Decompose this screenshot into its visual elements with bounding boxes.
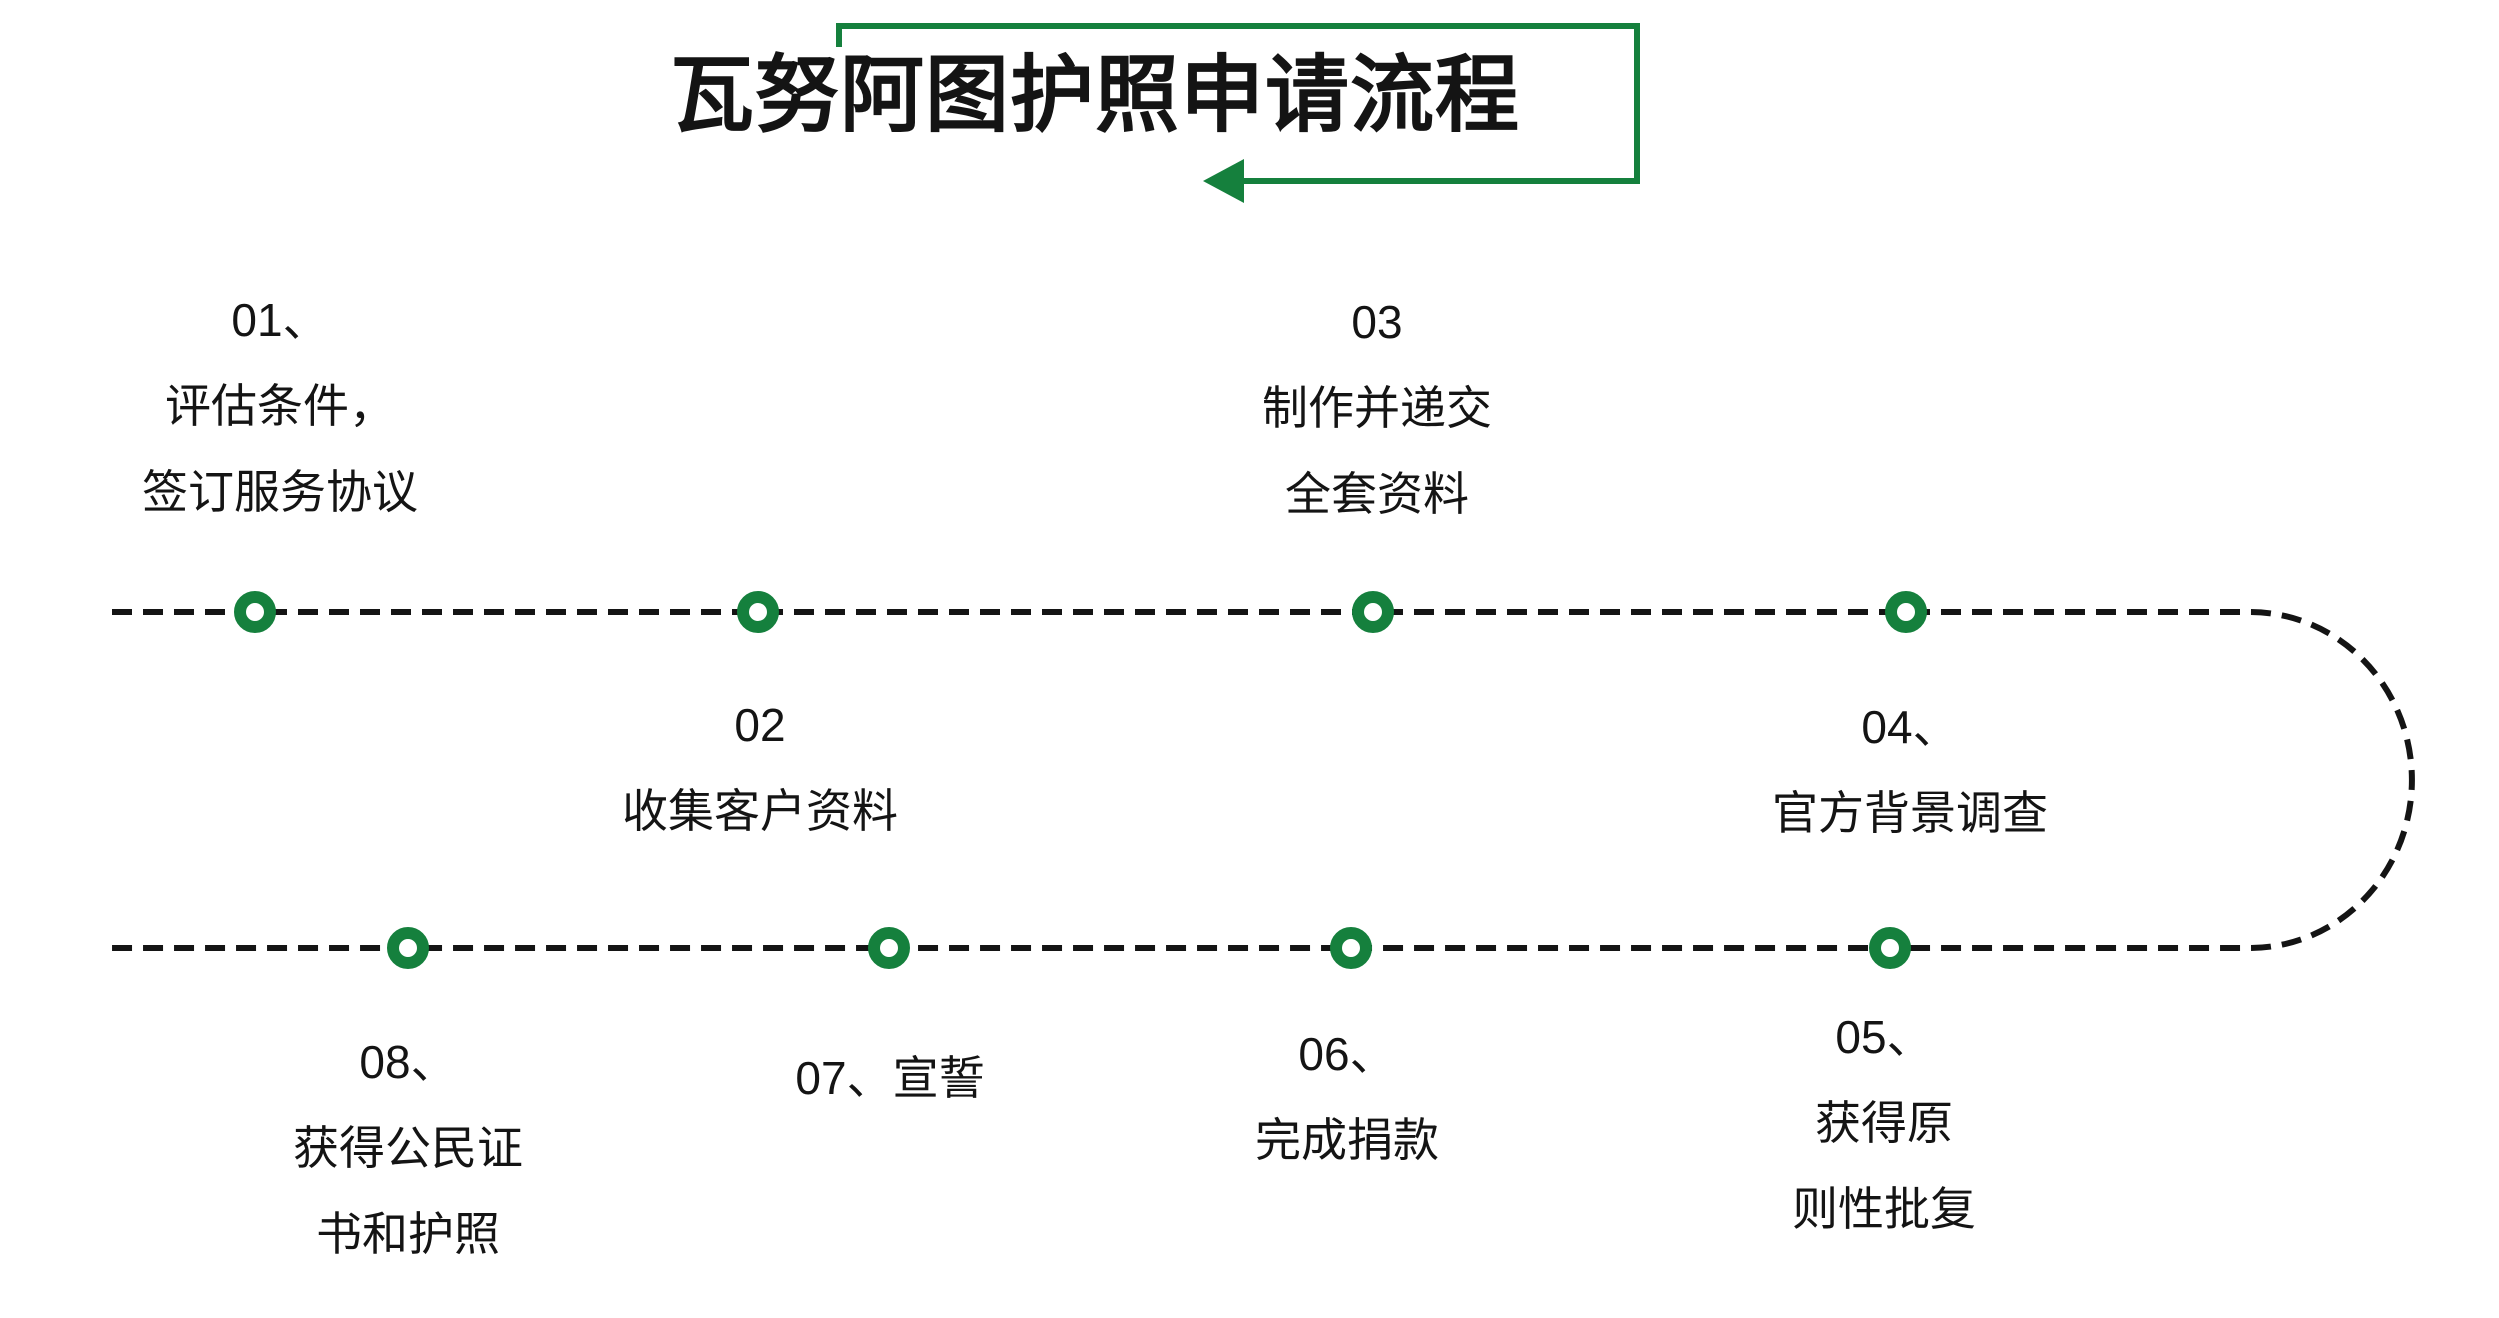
step-06-number: 06、 [1298, 1028, 1396, 1080]
step-02-number: 02 [734, 699, 786, 751]
step-03-text: 制作并递交 [1262, 382, 1492, 434]
step-06-text: 完成捐款 [1255, 1114, 1439, 1166]
step-08-number: 08、 [359, 1036, 457, 1088]
step-01-label: 01、 评估条件， 签订服务协议 [142, 277, 418, 535]
step-07-label: 07、宣誓 [795, 1035, 984, 1121]
step-02-label: 02 收集客户资料 [622, 682, 898, 854]
step-05-number: 05、 [1835, 1011, 1933, 1063]
step-05-text: 获得原 [1815, 1097, 1953, 1149]
step-node-08 [387, 927, 429, 969]
step-03-label: 03 制作并递交 全套资料 [1262, 279, 1492, 537]
step-06-label: 06、 完成捐款 [1255, 1011, 1439, 1183]
step-04-text: 官方背景调查 [1772, 787, 2048, 839]
dashed-timeline-path [112, 609, 2415, 951]
step-node-01 [234, 591, 276, 633]
step-01-text: 评估条件， [165, 380, 395, 432]
step-02-text: 收集客户资料 [622, 785, 898, 837]
step-08-text: 获得公民证 [293, 1122, 523, 1174]
step-node-06 [1330, 927, 1372, 969]
step-node-05 [1869, 927, 1911, 969]
step-05-text: 则性批复 [1792, 1183, 1976, 1235]
step-node-04 [1885, 591, 1927, 633]
step-node-02 [737, 591, 779, 633]
page-title: 瓦努阿图护照申请流程 [669, 48, 1521, 142]
step-01-number: 01、 [231, 294, 329, 346]
step-07-text: 07、宣誓 [795, 1052, 985, 1104]
title-bracket-line [836, 23, 1640, 184]
step-05-label: 05、 获得原 则性批复 [1792, 994, 1976, 1252]
step-node-03 [1352, 591, 1394, 633]
step-04-number: 04、 [1861, 701, 1959, 753]
step-08-label: 08、 获得公民证 书和护照 [293, 1019, 523, 1277]
step-03-number: 03 [1351, 296, 1403, 348]
step-04-label: 04、 官方背景调查 [1772, 684, 2048, 856]
step-08-text: 书和护照 [316, 1208, 500, 1260]
step-03-text: 全套资料 [1285, 468, 1469, 520]
left-arrowhead-icon [1203, 159, 1244, 203]
step-node-07 [868, 927, 910, 969]
step-01-text: 签订服务协议 [142, 466, 418, 518]
